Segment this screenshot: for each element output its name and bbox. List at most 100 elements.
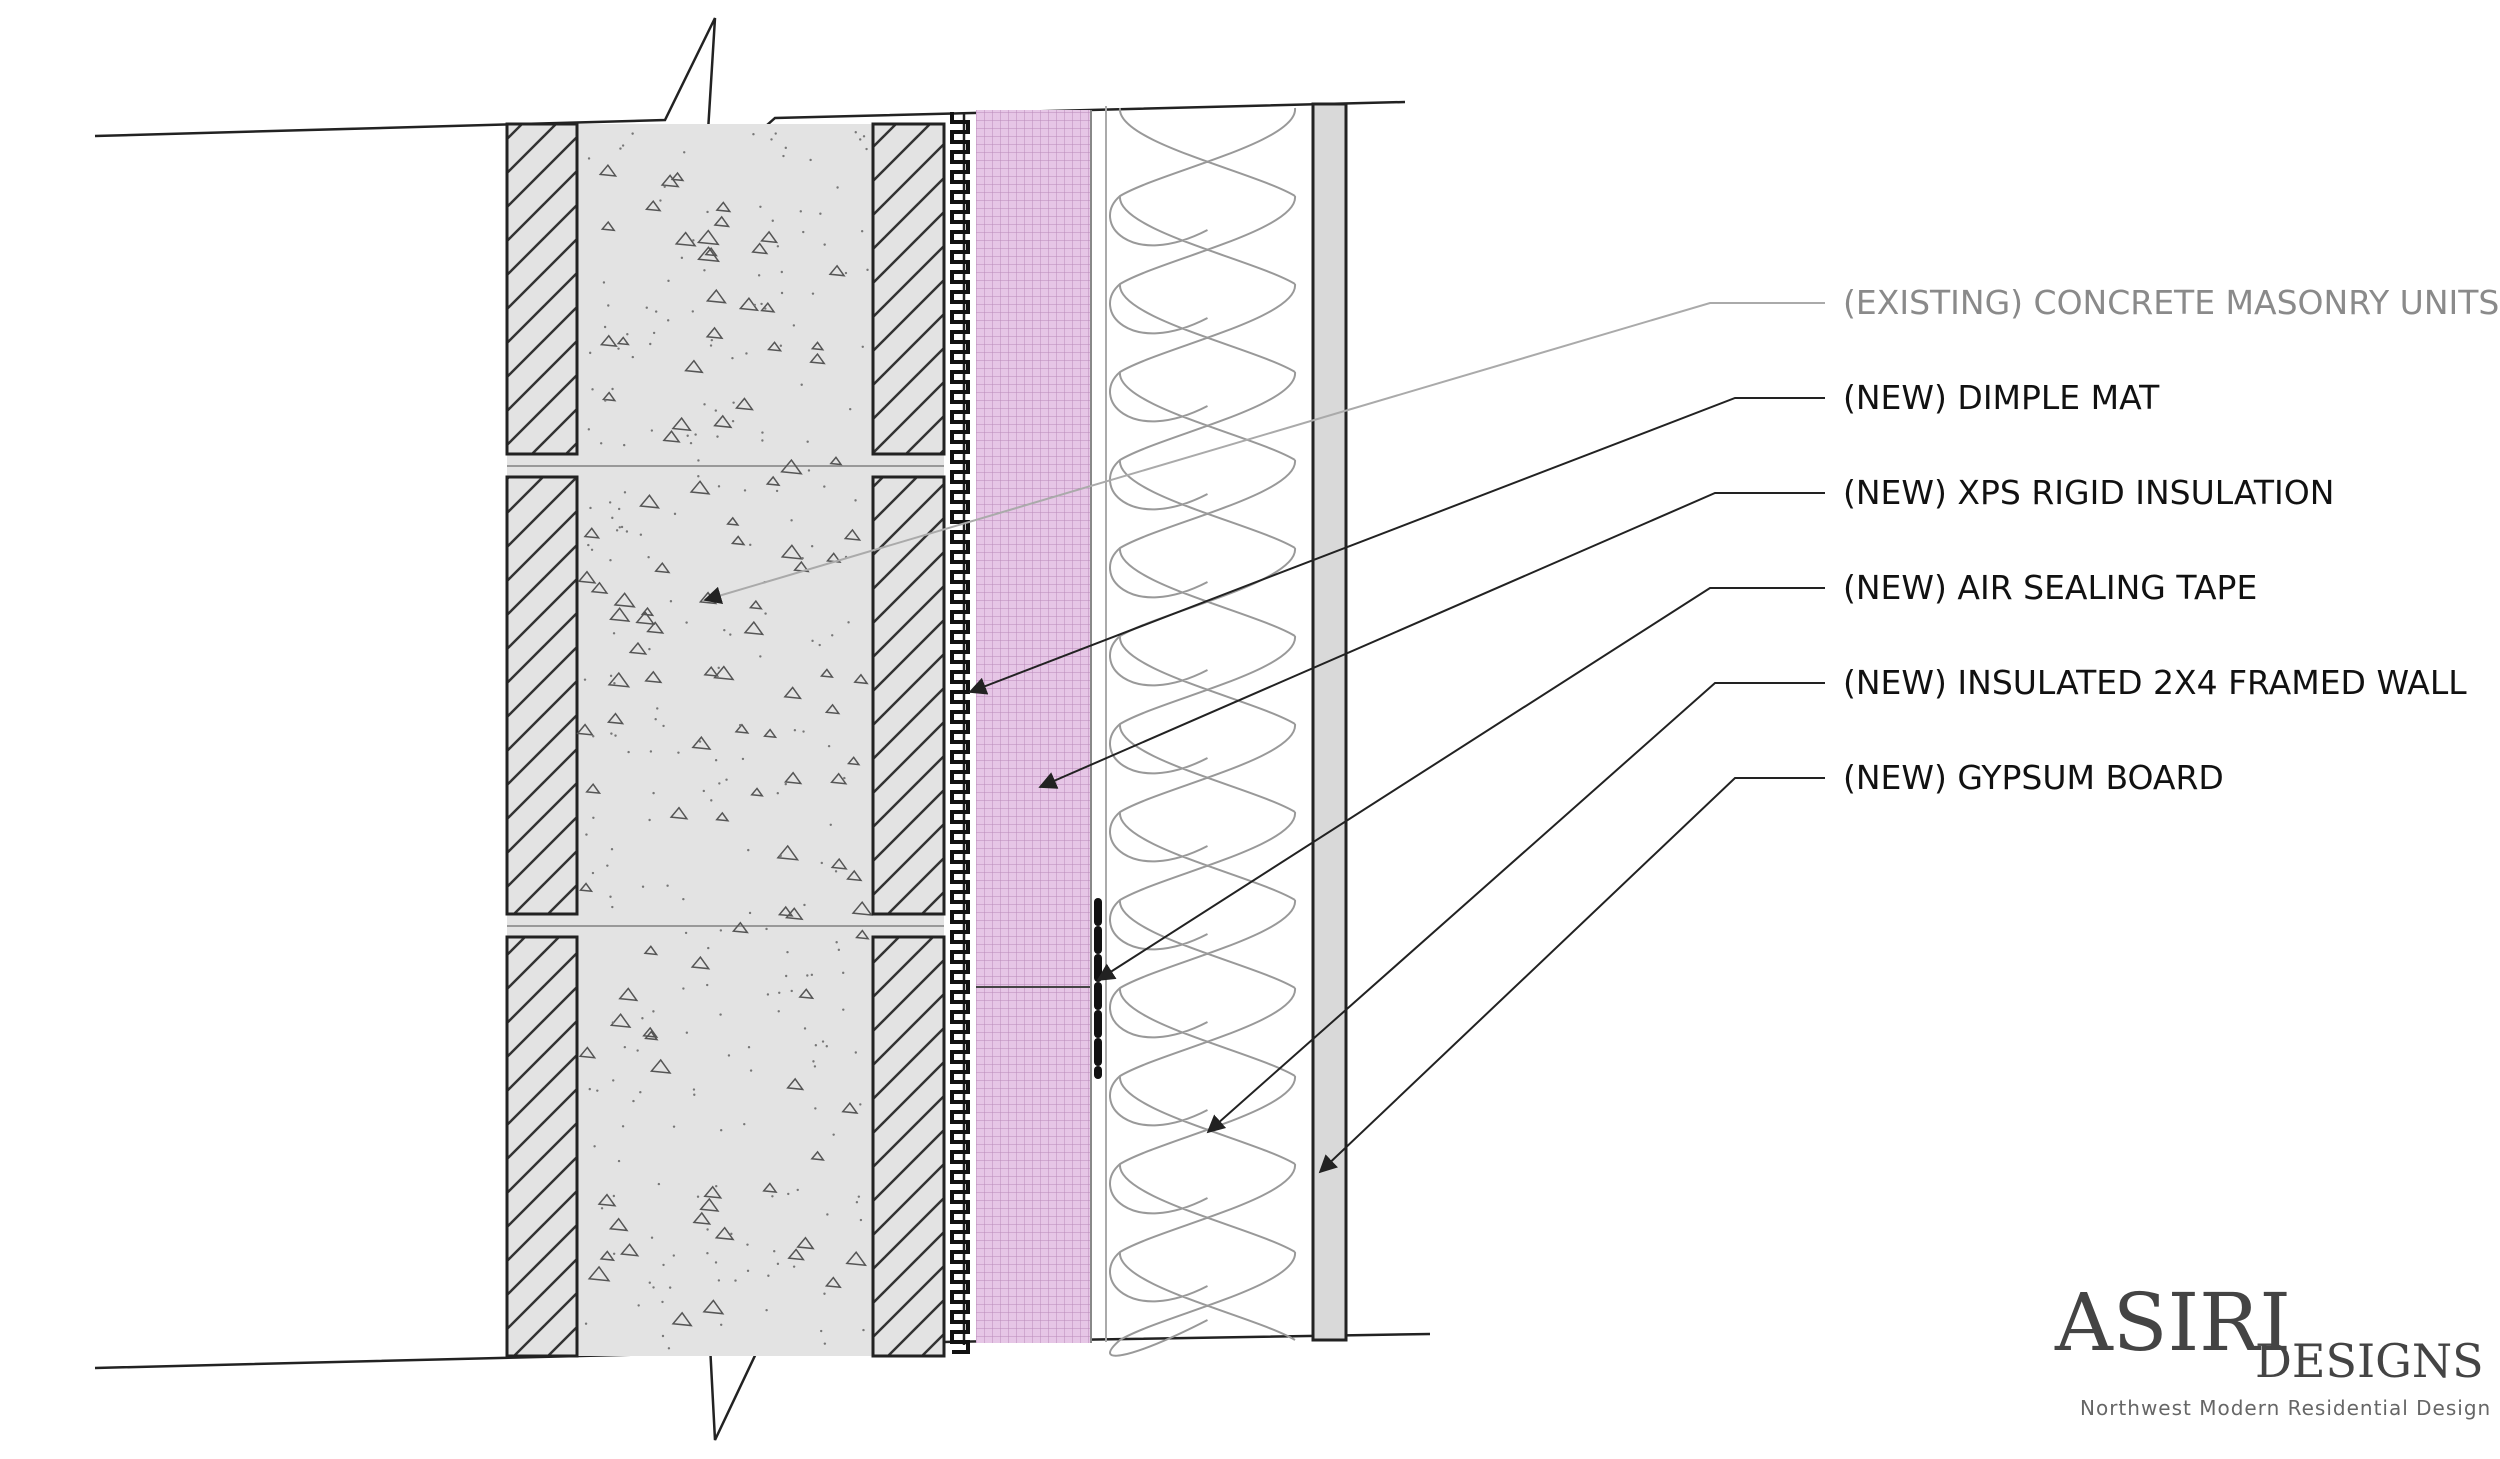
aggregate-dot <box>617 347 620 350</box>
aggregate-dot <box>698 740 702 743</box>
aggregate-dot <box>587 543 590 547</box>
aggregate-dot <box>842 1008 845 1011</box>
aggregate-stone <box>692 1211 712 1225</box>
aggregate-dot <box>803 903 806 907</box>
aggregate-dot <box>680 256 684 260</box>
aggregate-stone <box>587 1265 611 1282</box>
aggregate-stone <box>590 581 609 595</box>
aggregate-stone <box>735 397 754 411</box>
aggregate-stone <box>576 723 594 736</box>
aggregate-stone <box>599 334 618 348</box>
aggregate-dot <box>599 442 603 445</box>
aggregate-dot <box>835 941 838 944</box>
aggregate-dot <box>714 1261 718 1264</box>
callout-dimple-mat: (NEW) DIMPLE MAT <box>1843 378 2160 417</box>
aggregate-stone <box>714 1226 735 1241</box>
aggregate-dot <box>689 441 693 445</box>
aggregate-stone <box>620 1243 640 1257</box>
aggregate-dot <box>673 512 677 516</box>
aggregate-stone <box>689 480 711 495</box>
aggregate-dot <box>610 732 613 735</box>
aggregate-dot <box>596 1089 599 1092</box>
aggregate-dot <box>784 782 787 786</box>
aggregate-dot <box>761 439 764 442</box>
aggregate-dot <box>710 338 714 342</box>
aggregate-dot <box>820 861 823 865</box>
aggregate-stone <box>705 326 724 340</box>
aggregate-stone <box>715 201 732 213</box>
aggregate-dot <box>743 1122 746 1126</box>
aggregate-stone <box>715 811 730 822</box>
aggregate-dot <box>648 818 651 822</box>
aggregate-dot <box>727 1054 731 1057</box>
aggregate-dot <box>685 621 688 624</box>
aggregate-dot <box>764 307 767 310</box>
callout-air-tape: (NEW) AIR SEALING TAPE <box>1843 568 2257 607</box>
dimple-mat <box>950 112 970 1354</box>
aggregate-dot <box>819 212 822 215</box>
aggregate-dot <box>719 929 723 932</box>
aggregate-stone <box>810 1150 825 1161</box>
aggregate-dot <box>612 1079 615 1082</box>
aggregate-stone <box>824 703 841 715</box>
aggregate-dot <box>623 491 627 494</box>
aggregate-dot <box>776 245 780 248</box>
aggregate-stone <box>855 929 870 940</box>
aggregate-dot <box>636 1049 639 1052</box>
aggregate-dot <box>787 1192 790 1196</box>
aggregate-stone <box>843 528 862 541</box>
aggregate-dot <box>710 799 713 802</box>
aggregate-dot <box>746 1243 749 1246</box>
aggregate-dot <box>800 383 803 386</box>
aggregate-dot <box>677 751 680 754</box>
aggregate-dot <box>761 431 764 434</box>
aggregate-dot <box>612 1194 616 1198</box>
aggregate-dot <box>731 419 735 423</box>
aggregate-dot <box>819 1329 823 1333</box>
aggregate-dot <box>857 1195 861 1198</box>
aggregate-dot <box>825 1045 828 1048</box>
aggregate-dot <box>749 543 752 547</box>
aggregate-dot <box>843 776 846 780</box>
aggregate-dot <box>588 351 592 355</box>
aggregate-dot <box>823 243 826 246</box>
aggregate-dot <box>625 530 629 533</box>
aggregate-dot <box>714 409 718 412</box>
aggregate-dot <box>706 983 709 987</box>
aggregate-dot <box>583 678 587 681</box>
aggregate-dot <box>780 270 784 274</box>
aggregate-dot <box>645 306 648 309</box>
aggregate-dot <box>622 443 626 447</box>
aggregate-dot <box>654 717 657 721</box>
aggregate-stone <box>853 673 869 685</box>
aggregate-dot <box>790 989 793 993</box>
aggregate-dot <box>617 1159 621 1163</box>
aggregate-dot <box>812 1060 815 1063</box>
aggregate-dot <box>682 987 685 990</box>
leader-cmu <box>703 302 1825 605</box>
aggregate-dot <box>771 219 774 222</box>
aggregate-dot <box>620 525 624 529</box>
aggregate-dot <box>836 186 839 189</box>
aggregate-dot <box>842 971 845 975</box>
leader-gypsum <box>1318 777 1825 1174</box>
aggregate-dot <box>593 1145 596 1148</box>
aggregate-dot <box>697 475 700 478</box>
leader-framed-wall <box>1206 682 1825 1134</box>
aggregate-dot <box>621 1125 625 1128</box>
aggregate-dot <box>654 310 658 313</box>
aggregate-dot <box>719 1013 722 1016</box>
aggregate-dot <box>684 931 688 935</box>
aggregate-dot <box>802 230 805 234</box>
aggregate-dot <box>777 1010 780 1013</box>
aggregate-dot <box>738 723 742 727</box>
aggregate-dot <box>607 304 610 307</box>
aggregate-dot <box>706 1251 709 1255</box>
aggregate-dot <box>592 816 595 819</box>
aggregate-stone <box>643 945 659 956</box>
leader-xps <box>1038 492 1825 789</box>
aggregate-stone <box>669 806 689 820</box>
aggregate-stone <box>810 341 825 351</box>
callout-xps: (NEW) XPS RIGID INSULATION <box>1843 473 2334 512</box>
aggregate-stone <box>730 535 746 546</box>
